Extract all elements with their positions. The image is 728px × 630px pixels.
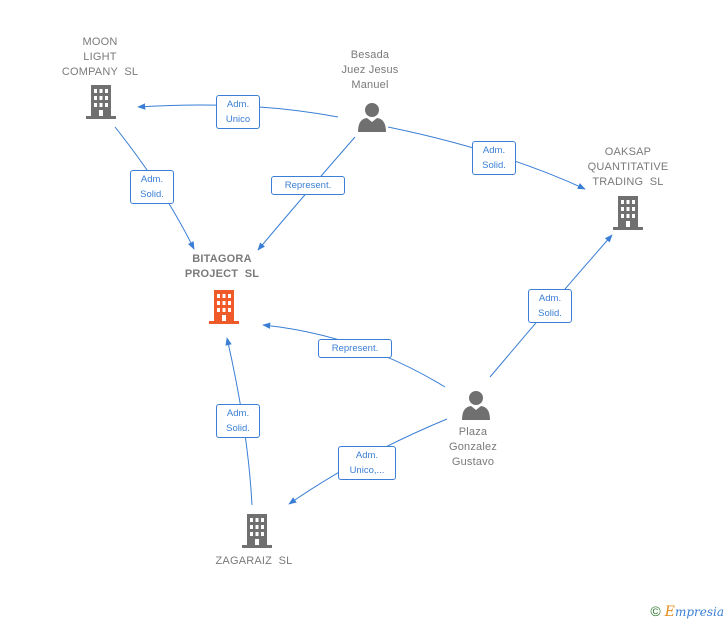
label-line: Manuel xyxy=(351,79,389,91)
building-icon[interactable] xyxy=(242,514,272,548)
label-line: COMPANY SL xyxy=(61,66,139,78)
label-line: TRADING SL xyxy=(592,176,664,188)
building-icon[interactable] xyxy=(209,290,239,324)
relation-text: Solid. xyxy=(226,423,250,434)
label-line: PROJECT SL xyxy=(184,268,260,280)
node-label-bitagora[interactable]: BITAGORA PROJECT SL xyxy=(172,252,272,282)
relation-label-adm-unico[interactable]: Adm. Unico,... xyxy=(338,446,396,480)
relation-text: Unico,... xyxy=(349,465,385,476)
relation-text: Adm. xyxy=(355,450,379,461)
person-icon[interactable] xyxy=(462,391,490,420)
relation-text: Solid. xyxy=(482,160,506,171)
node-label-plaza[interactable]: Plaza Gonzalez Gustavo xyxy=(433,425,513,470)
building-icon[interactable] xyxy=(86,85,116,119)
relation-label-adm-solid[interactable]: Adm. Solid. xyxy=(216,404,260,438)
relation-text: Represent. xyxy=(331,343,379,354)
relation-label-adm-solid[interactable]: Adm. Solid. xyxy=(528,289,572,323)
relation-label-adm-solid[interactable]: Adm. Solid. xyxy=(472,141,516,175)
relation-text: Adm. xyxy=(226,99,250,110)
brand-name: mpresia xyxy=(674,605,724,619)
label-line: Gustavo xyxy=(451,456,495,468)
relation-text: Unico xyxy=(225,114,251,125)
node-label-moon-light[interactable]: MOON LIGHT COMPANY SL xyxy=(55,35,145,80)
label-line: QUANTITATIVE xyxy=(587,161,669,173)
relation-text: Solid. xyxy=(538,308,562,319)
relation-text: Adm. xyxy=(226,408,250,419)
relation-label-represent[interactable]: Represent. xyxy=(271,176,345,195)
label-line: Besada xyxy=(350,49,390,61)
label-line: BITAGORA xyxy=(192,253,252,265)
relation-text: Adm. xyxy=(538,293,562,304)
edge-besada-bitagora xyxy=(257,136,356,251)
label-line: Juez Jesus xyxy=(341,64,399,76)
node-label-besada[interactable]: Besada Juez Jesus Manuel xyxy=(325,48,415,93)
label-line: Plaza xyxy=(458,426,488,438)
relation-text: Solid. xyxy=(140,189,164,200)
brand-initial: E xyxy=(664,604,675,620)
relation-text: Represent. xyxy=(284,180,332,191)
relation-label-adm-solid[interactable]: Adm. Solid. xyxy=(130,170,174,204)
label-line: LIGHT xyxy=(83,51,117,63)
label-line: ZAGARAIZ SL xyxy=(215,555,293,567)
building-icon[interactable] xyxy=(613,196,643,230)
label-line: OAKSAP xyxy=(604,146,652,158)
relation-label-adm-unico[interactable]: Adm. Unico xyxy=(216,95,260,129)
copyright-symbol: © xyxy=(650,603,661,619)
empresia-watermark: ©Empresia xyxy=(650,603,724,620)
label-line: Gonzalez xyxy=(448,441,498,453)
node-label-zagaraiz[interactable]: ZAGARAIZ SL xyxy=(204,554,304,569)
label-line: MOON xyxy=(82,36,118,48)
relation-text: Adm. xyxy=(140,174,164,185)
node-label-oaksap[interactable]: OAKSAP QUANTITATIVE TRADING SL xyxy=(578,145,678,190)
relation-label-represent[interactable]: Represent. xyxy=(318,339,392,358)
person-icon[interactable] xyxy=(358,103,386,132)
relation-text: Adm. xyxy=(482,145,506,156)
